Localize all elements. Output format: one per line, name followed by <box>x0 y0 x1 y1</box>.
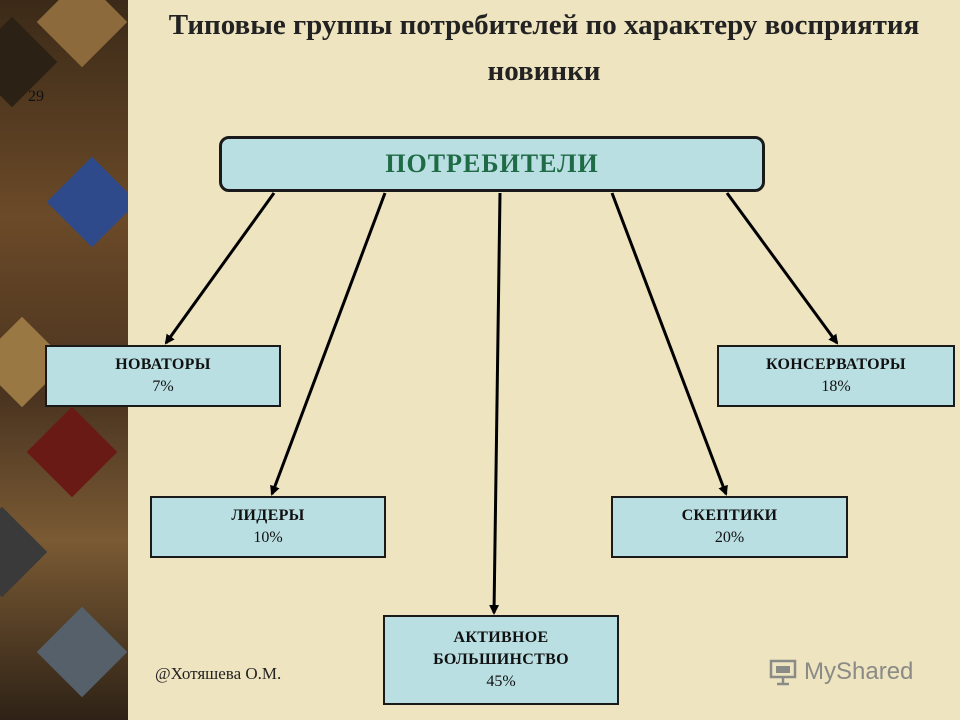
page-number: 29 <box>28 88 44 105</box>
arrow-to-leaders <box>270 192 387 496</box>
arrow-to-innovators <box>164 192 276 345</box>
brand-watermark: MyShared <box>768 658 913 686</box>
arrow-to-conservatives <box>725 192 839 345</box>
active-majority-name: АКТИВНОЕ БОЛЬШИНСТВО <box>433 629 569 668</box>
active-majority-percent: 45% <box>486 673 516 690</box>
arrow-to-active-majority <box>489 192 502 615</box>
consumers-root-node: ПОТРЕБИТЕЛИ <box>219 136 765 192</box>
skeptics-name: СКЕПТИКИ <box>681 507 778 524</box>
leaders-percent: 10% <box>253 529 283 546</box>
skeptics-node: СКЕПТИКИ 20% <box>611 496 848 558</box>
innovators-node: НОВАТОРЫ 7% <box>45 345 281 407</box>
consumers-root-label: ПОТРЕБИТЕЛИ <box>385 149 599 178</box>
innovators-percent: 7% <box>152 378 174 395</box>
skeptics-percent: 20% <box>714 529 745 546</box>
conservatives-name: КОНСЕРВАТОРЫ <box>766 356 906 373</box>
leaders-name: ЛИДЕРЫ <box>231 507 305 524</box>
author-credit: @Хотяшева О.М. <box>155 664 282 683</box>
leaders-node: ЛИДЕРЫ 10% <box>150 496 386 558</box>
active-majority-node: АКТИВНОЕ БОЛЬШИНСТВО 45% <box>383 615 619 705</box>
arrow-to-skeptics <box>610 192 728 496</box>
slide-title: Типовые группы потребителей по характеру… <box>168 9 920 87</box>
conservatives-node: КОНСЕРВАТОРЫ 18% <box>717 345 955 407</box>
brand-name: MyShared <box>804 658 914 685</box>
innovators-name: НОВАТОРЫ <box>115 356 211 373</box>
presentation-screen-icon <box>769 659 797 686</box>
conservatives-percent: 18% <box>821 378 851 395</box>
